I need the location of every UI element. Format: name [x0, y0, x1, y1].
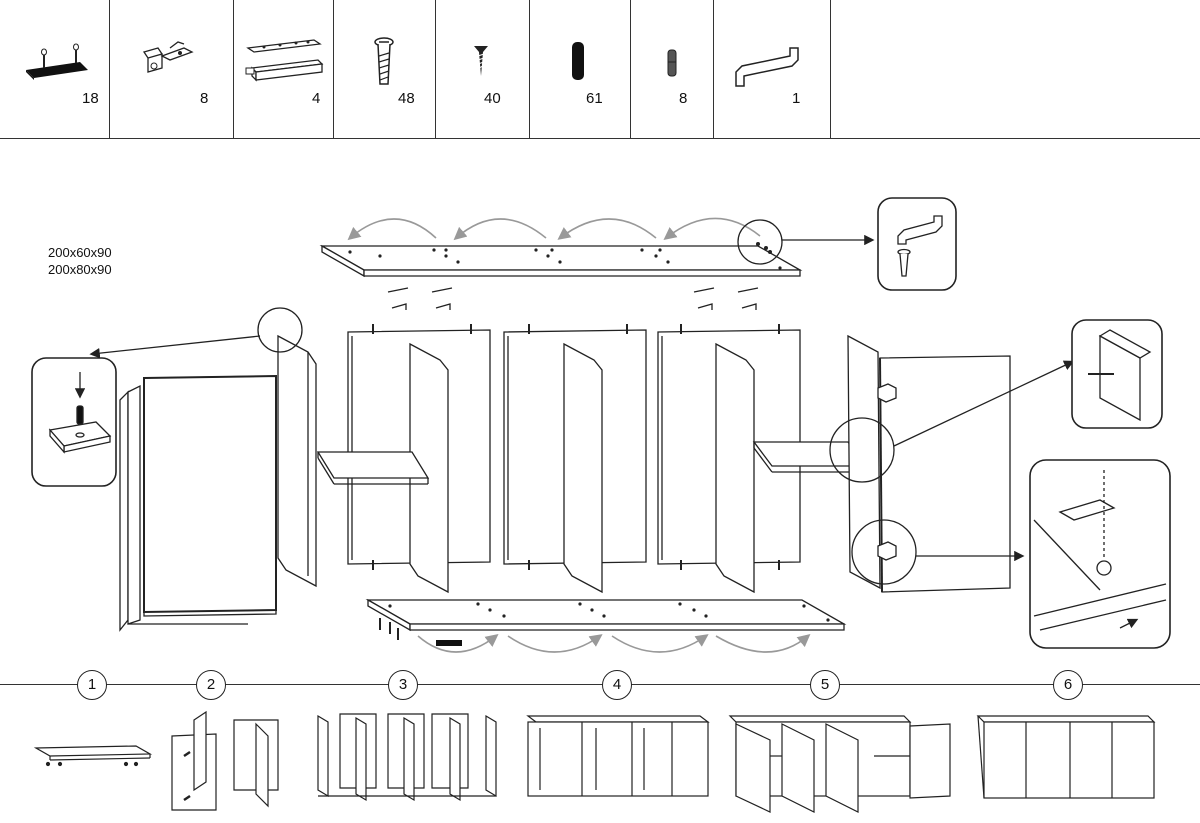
hanging-bracket-icon [245, 39, 324, 82]
wood-screw-icon [474, 46, 488, 76]
hinge-install-detail [1029, 459, 1171, 649]
detail-callout-circle [851, 519, 917, 585]
steps-line [0, 684, 1200, 685]
part-dowels: 61 [530, 0, 631, 138]
detail-callout-circle [737, 219, 783, 265]
step-2-illustration [171, 710, 279, 811]
hinge-on-door [877, 383, 897, 561]
step-4-illustration [526, 715, 710, 797]
bottom-panel [365, 598, 847, 632]
part-brackets: 4 [234, 0, 334, 138]
parts-divider [0, 138, 1200, 139]
cabinet-section-2 [503, 329, 647, 594]
shelf-support-pin-icon [26, 43, 88, 80]
step-number: 3 [388, 670, 418, 700]
part-count: 61 [586, 90, 603, 107]
top-panel [319, 244, 803, 278]
cabinet-section-3 [657, 329, 801, 594]
part-count: 40 [484, 90, 501, 107]
step-3-illustration [317, 713, 497, 802]
part-allen-key: 1 [714, 0, 831, 138]
part-count: 1 [792, 90, 801, 107]
hanging-brackets-top [387, 287, 759, 310]
dowel-detail [31, 357, 117, 487]
step-1-illustration [33, 745, 153, 767]
shelf-left [316, 451, 430, 479]
step-5-illustration [728, 715, 951, 813]
exploded-assembly-diagram [31, 197, 1171, 653]
assembly-arrows-top [347, 217, 761, 241]
part-count: 8 [200, 90, 209, 107]
step-6-illustration [976, 715, 1156, 799]
step-number: 5 [810, 670, 840, 700]
cam-screw-icon [374, 37, 394, 85]
part-count: 18 [82, 90, 99, 107]
hinge-icon [142, 41, 194, 73]
left-end-panel [277, 334, 317, 588]
left-side-panels [119, 374, 277, 632]
cam-dowel-icon [667, 49, 677, 77]
detail-callout-circle [829, 417, 895, 483]
part-hinges: 8 [110, 0, 234, 138]
dimension-label: 200x80x90 [48, 262, 112, 277]
allen-key-icon [735, 47, 799, 87]
part-cam-screws: 48 [334, 0, 436, 138]
right-side-and-door [847, 334, 1011, 593]
dowel-pins [372, 324, 780, 570]
wooden-dowel-icon [572, 42, 584, 80]
cabinet-dimensions: 200x60x90 200x80x90 [48, 244, 112, 278]
step-number: 1 [77, 670, 107, 700]
door-panel-detail [1071, 319, 1163, 429]
bottom-hardware [379, 618, 462, 646]
dimension-label: 200x60x90 [48, 245, 112, 260]
part-shelf-pins: 18 [0, 0, 110, 138]
step-number: 4 [602, 670, 632, 700]
cabinet-section-1 [347, 329, 491, 594]
step-illustrations [33, 710, 1156, 813]
allen-key-detail [877, 197, 957, 291]
part-count: 48 [398, 90, 415, 107]
part-count: 8 [679, 90, 688, 107]
parts-list: 18 8 4 48 [0, 0, 1200, 140]
part-count: 4 [312, 90, 321, 107]
assembly-arrows-bottom [417, 633, 811, 653]
part-cam-dowels: 8 [631, 0, 714, 138]
step-number: 6 [1053, 670, 1083, 700]
part-wood-screws: 40 [436, 0, 530, 138]
detail-callout-circle [257, 307, 303, 353]
step-number: 2 [196, 670, 226, 700]
